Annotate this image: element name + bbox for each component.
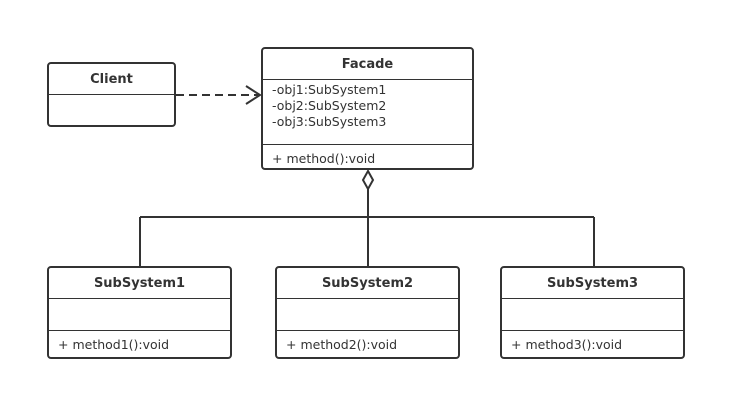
class-name-subsystem3: SubSystem3 bbox=[546, 275, 639, 291]
class-attributes-subsystem2 bbox=[277, 298, 458, 330]
class-methods-facade: + method():void bbox=[263, 144, 472, 168]
class-subsystem3[interactable]: SubSystem3 + method3():void bbox=[500, 266, 685, 359]
attribute-obj2: -obj2:SubSystem2 bbox=[272, 98, 387, 113]
class-methods-subsystem1: + method1():void bbox=[49, 330, 230, 357]
aggregation-diamond bbox=[361, 168, 375, 192]
class-attributes-client bbox=[49, 94, 174, 125]
class-client[interactable]: Client bbox=[47, 62, 176, 127]
class-methods-subsystem3: + method3():void bbox=[502, 330, 683, 357]
method-facade: + method():void bbox=[272, 151, 376, 166]
attribute-obj3: -obj3:SubSystem3 bbox=[272, 114, 387, 129]
class-attributes-subsystem3 bbox=[502, 298, 683, 330]
class-name-client: Client bbox=[90, 71, 133, 87]
class-subsystem1[interactable]: SubSystem1 + method1():void bbox=[47, 266, 232, 359]
class-attributes-facade: -obj1:SubSystem1 -obj2:SubSystem2 -obj3:… bbox=[263, 79, 472, 144]
dependency-arrowhead bbox=[245, 85, 262, 105]
class-name-facade: Facade bbox=[341, 56, 394, 72]
method-subsystem3: + method3():void bbox=[511, 337, 623, 352]
method-subsystem2: + method2():void bbox=[286, 337, 398, 352]
class-methods-subsystem2: + method2():void bbox=[277, 330, 458, 357]
class-name-subsystem1: SubSystem1 bbox=[93, 275, 186, 291]
class-attributes-subsystem1 bbox=[49, 298, 230, 330]
attribute-obj1: -obj1:SubSystem1 bbox=[272, 82, 387, 97]
class-name-subsystem2: SubSystem2 bbox=[321, 275, 414, 291]
class-subsystem2[interactable]: SubSystem2 + method2():void bbox=[275, 266, 460, 359]
class-facade[interactable]: Facade -obj1:SubSystem1 -obj2:SubSystem2… bbox=[261, 47, 474, 170]
method-subsystem1: + method1():void bbox=[58, 337, 170, 352]
